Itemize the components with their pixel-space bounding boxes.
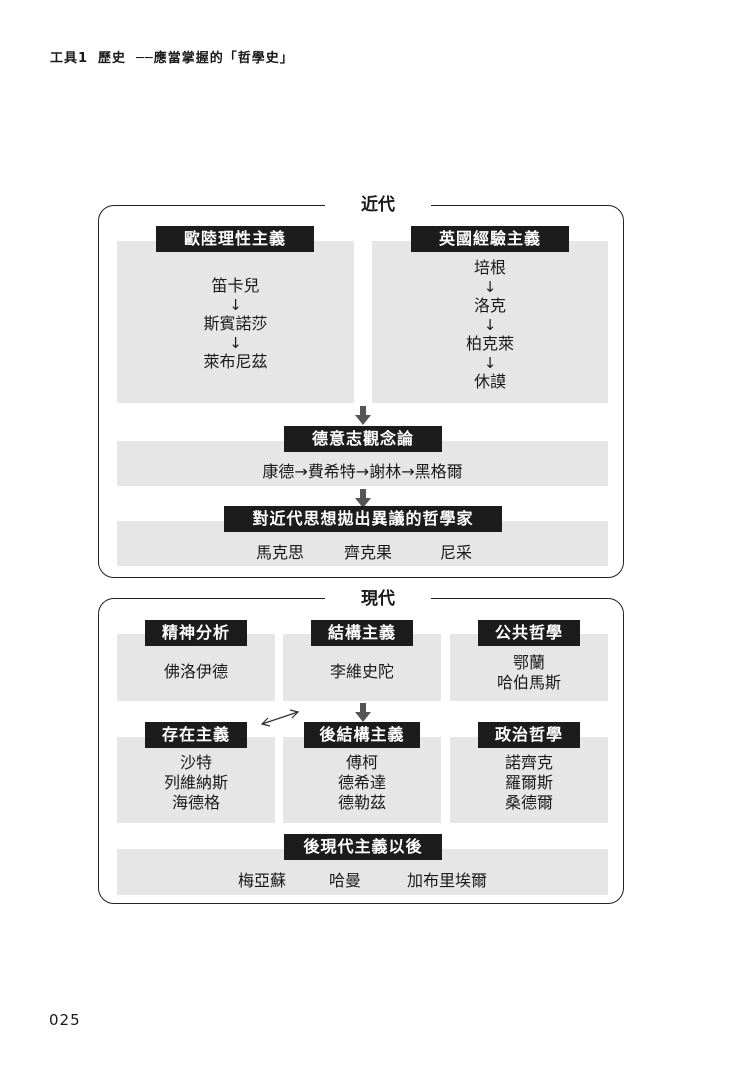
postmodern-gabriel: 加布里埃爾 xyxy=(406,871,487,890)
structuralism-tag: 結構主義 xyxy=(311,620,413,646)
header-tool: 工具1 xyxy=(50,51,89,66)
name-levinas: 列維納斯 xyxy=(163,773,228,792)
name-levi-strauss: 李維史陀 xyxy=(329,662,394,681)
dissenter-nietzsche: 尼采 xyxy=(439,543,472,562)
name-derrida: 德希達 xyxy=(337,773,386,792)
empiricism-names: 培根 ↓ 洛克 ↓ 柏克萊 ↓ 休謨 xyxy=(372,258,608,392)
name-heidegger: 海德格 xyxy=(171,793,220,812)
name-spinoza: 斯賓諾莎 xyxy=(203,314,268,333)
idealism-tag: 德意志觀念論 xyxy=(284,426,442,452)
political-philosophy-names: 諾齊克 羅爾斯 桑德爾 xyxy=(450,753,608,813)
name-foucault: 傅柯 xyxy=(345,753,378,772)
contemporary-label: 現代 xyxy=(325,589,431,609)
name-locke: 洛克 xyxy=(473,296,506,315)
name-sartre: 沙特 xyxy=(179,753,212,772)
name-nozick: 諾齊克 xyxy=(504,753,553,772)
political-philosophy-tag: 政治哲學 xyxy=(478,722,580,748)
postmodern-harman: 哈曼 xyxy=(328,871,361,890)
header-title: ──應當掌握的「哲學史」 xyxy=(136,51,294,66)
public-philosophy-names: 鄂蘭 哈伯馬斯 xyxy=(450,653,608,693)
poststructuralism-panel xyxy=(283,737,441,823)
structuralism-names: 李維史陀 xyxy=(283,662,441,682)
name-hume: 休謨 xyxy=(473,372,506,391)
existentialism-panel xyxy=(117,737,275,823)
early-modern-label: 近代 xyxy=(325,195,431,215)
name-arendt: 鄂蘭 xyxy=(512,653,545,672)
name-habermas: 哈伯馬斯 xyxy=(496,673,561,692)
name-berkeley: 柏克萊 xyxy=(465,334,514,353)
empiricism-tag: 英國經驗主義 xyxy=(411,226,569,252)
psychoanalysis-names: 佛洛伊德 xyxy=(117,662,275,682)
rationalism-tag: 歐陸理性主義 xyxy=(156,226,314,252)
idealism-lineage: 康德→費希特→謝林→黑格爾 xyxy=(262,462,463,481)
political-philosophy-panel xyxy=(450,737,608,823)
flow-arrow-icon xyxy=(355,703,371,722)
dissenters-tag: 對近代思想拋出異議的哲學家 xyxy=(224,506,502,532)
header-section: 歷史 xyxy=(98,51,127,66)
name-freud: 佛洛伊德 xyxy=(163,662,228,681)
psychoanalysis-tag: 精神分析 xyxy=(145,620,247,646)
name-leibniz: 萊布尼茲 xyxy=(203,352,268,371)
down-arrow-icon: ↓ xyxy=(483,316,497,334)
down-arrow-icon: ↓ xyxy=(229,334,242,352)
page-number: 025 xyxy=(49,1011,81,1029)
poststructuralism-names: 傅柯 德希達 德勒茲 xyxy=(283,753,441,813)
dissenter-marx: 馬克思 xyxy=(255,543,304,562)
name-sandel: 桑德爾 xyxy=(504,793,553,812)
public-philosophy-tag: 公共哲學 xyxy=(478,620,580,646)
rationalism-panel xyxy=(117,241,354,403)
name-bacon: 培根 xyxy=(473,258,506,277)
bidirectional-arrow-icon xyxy=(260,709,300,727)
rationalism-names: 笛卡兒 ↓ 斯賓諾莎 ↓ 萊布尼茲 xyxy=(117,276,354,372)
dissenter-kierkegaard: 齊克果 xyxy=(343,543,392,562)
name-descartes: 笛卡兒 xyxy=(211,276,260,295)
flow-arrow-icon xyxy=(355,489,371,508)
existentialism-tag: 存在主義 xyxy=(145,722,247,748)
name-rawls: 羅爾斯 xyxy=(504,773,553,792)
down-arrow-icon: ↓ xyxy=(483,278,497,296)
postmodernism-tag: 後現代主義以後 xyxy=(284,834,442,860)
empiricism-panel xyxy=(372,241,608,403)
postmodern-meillassoux: 梅亞蘇 xyxy=(237,871,286,890)
down-arrow-icon: ↓ xyxy=(483,354,497,372)
poststructuralism-tag: 後結構主義 xyxy=(304,722,420,748)
flow-arrow-icon xyxy=(355,406,371,425)
name-deleuze: 德勒茲 xyxy=(337,793,386,812)
existentialism-names: 沙特 列維納斯 海德格 xyxy=(117,753,275,813)
running-header: 工具1 歷史 ──應當掌握的「哲學史」 xyxy=(50,47,294,66)
down-arrow-icon: ↓ xyxy=(229,296,242,314)
